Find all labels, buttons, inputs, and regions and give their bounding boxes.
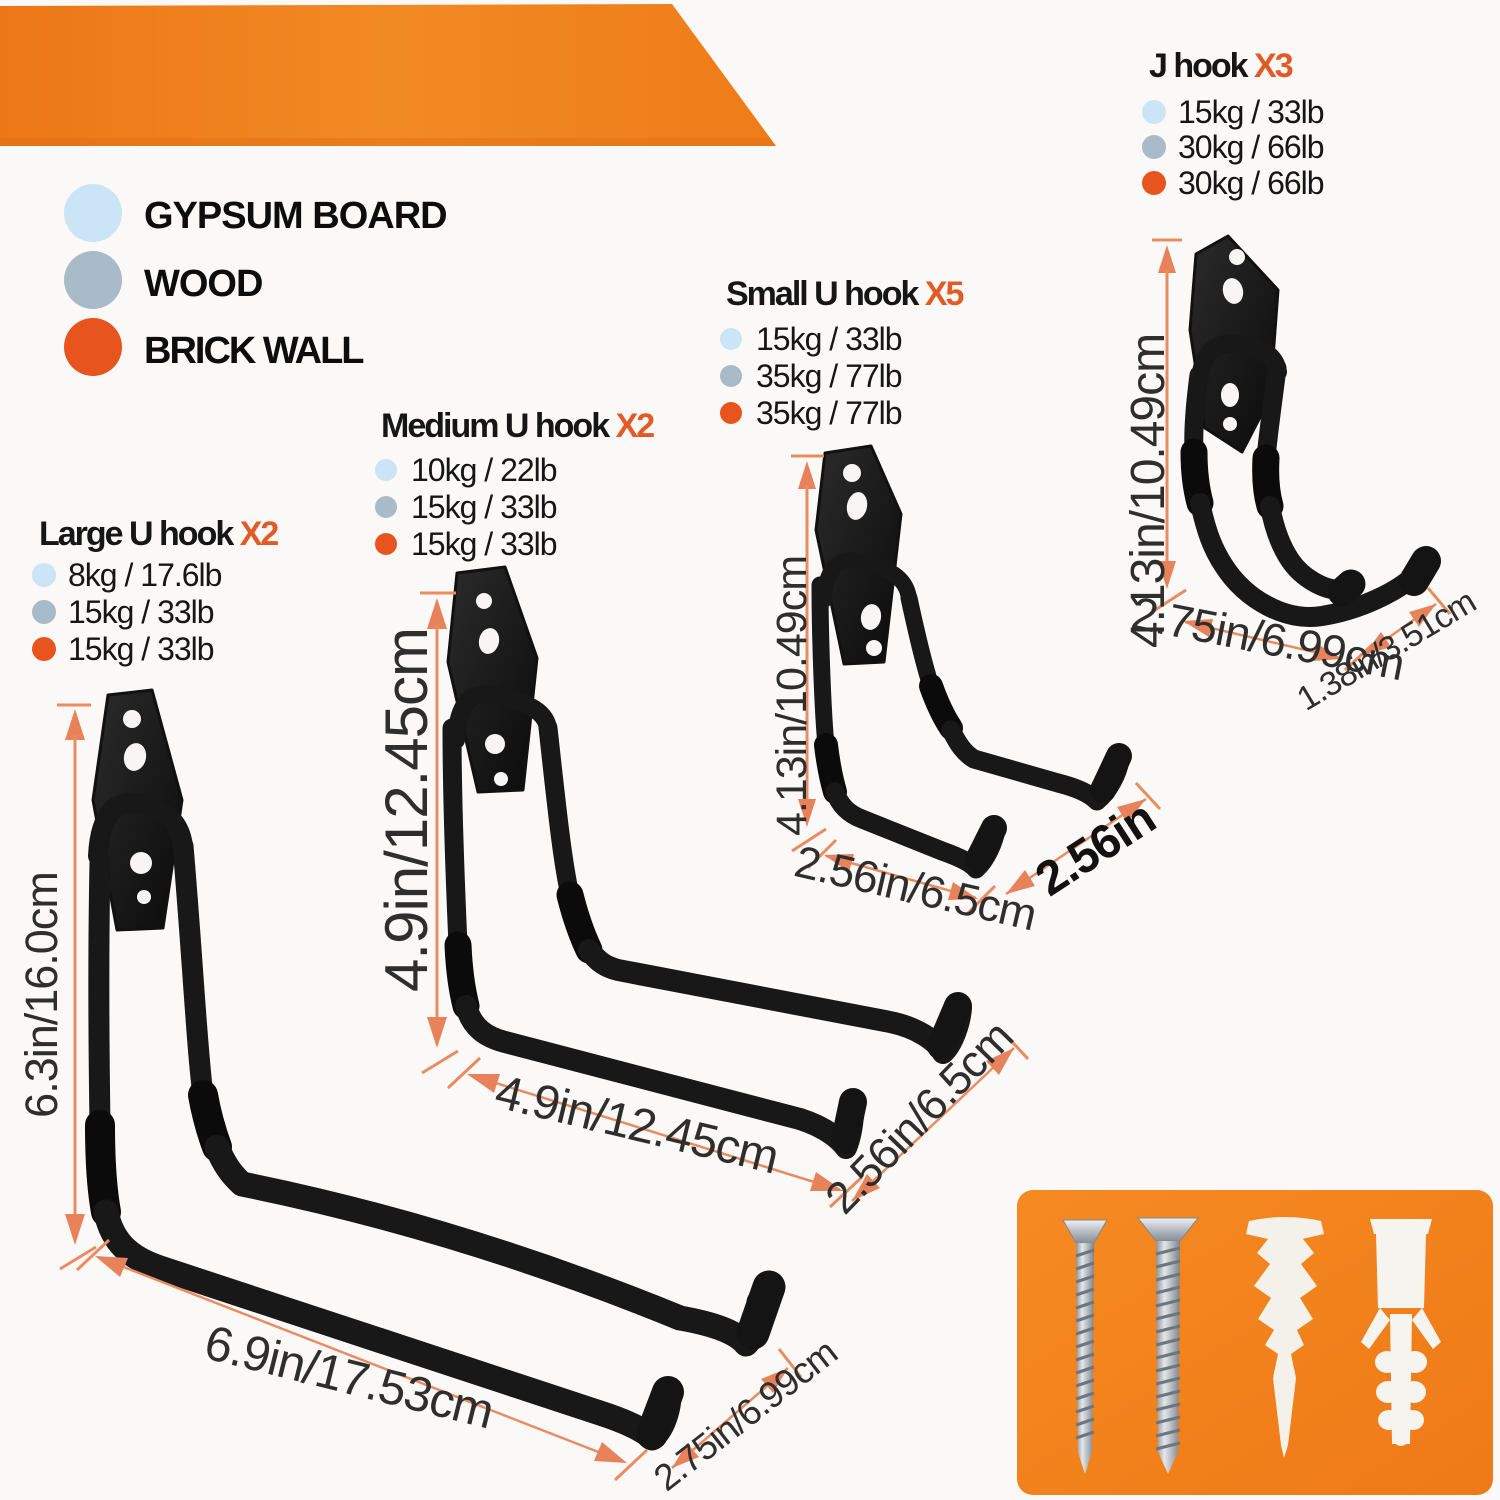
svg-text:6.3in/16.0cm: 6.3in/16.0cm	[16, 872, 67, 1118]
svg-text:30kg / 66lb: 30kg / 66lb	[1178, 129, 1324, 165]
svg-text:J hook X3: J hook X3	[1149, 47, 1293, 85]
svg-text:4.13in/10.49cm: 4.13in/10.49cm	[1122, 334, 1175, 648]
svg-text:35kg / 77lb: 35kg / 77lb	[756, 358, 902, 394]
svg-text:30kg / 66lb: 30kg / 66lb	[1178, 165, 1324, 201]
svg-text:35kg / 77lb: 35kg / 77lb	[756, 395, 902, 431]
svg-text:15kg / 33lb: 15kg / 33lb	[68, 594, 214, 630]
svg-text:8kg / 17.6lb: 8kg / 17.6lb	[68, 557, 222, 593]
svg-text:Large U hook X2: Large U hook X2	[39, 515, 278, 553]
svg-text:4.9in/12.45cm: 4.9in/12.45cm	[373, 628, 440, 992]
svg-text:WOOD: WOOD	[144, 263, 262, 305]
svg-text:10kg / 22lb: 10kg / 22lb	[411, 452, 557, 488]
svg-text:15kg / 33lb: 15kg / 33lb	[1178, 94, 1324, 130]
svg-text:15kg / 33lb: 15kg / 33lb	[756, 321, 902, 357]
svg-text:Medium U hook X2: Medium U hook X2	[381, 407, 654, 445]
svg-text:Small U hook X5: Small U hook X5	[726, 275, 964, 313]
svg-text:15kg / 33lb: 15kg / 33lb	[68, 631, 214, 667]
svg-text:BRICK WALL: BRICK WALL	[144, 330, 364, 372]
svg-text:4.13in/10.49cm: 4.13in/10.49cm	[768, 556, 816, 836]
svg-text:GYPSUM BOARD: GYPSUM BOARD	[144, 195, 447, 237]
svg-text:15kg / 33lb: 15kg / 33lb	[411, 526, 557, 562]
svg-text:15kg / 33lb: 15kg / 33lb	[411, 489, 557, 525]
